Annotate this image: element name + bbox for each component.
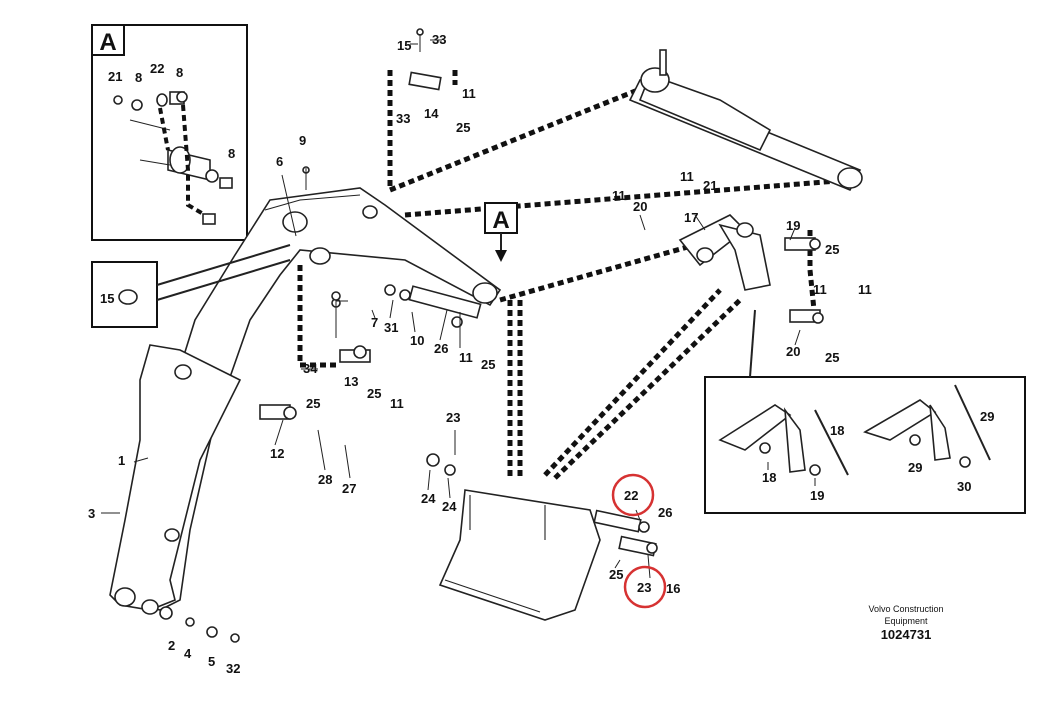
callout-21-a: 21 (108, 69, 122, 84)
callout-24-a: 24 (442, 499, 457, 514)
drawing-number: 1024731 (881, 627, 932, 642)
callouts: 1 2 3 4 5 6 7 8 8 8 9 10 11 11 11 11 11 … (88, 32, 994, 676)
highlight-circles (611, 473, 667, 609)
callout-16: 17 (684, 210, 698, 225)
callout-20-b: 21 (703, 178, 717, 193)
callout-15-a: 15 (397, 38, 411, 53)
callout-10: 10 (410, 333, 424, 348)
callout-3: 3 (88, 506, 95, 521)
callout-25-c: 25 (367, 386, 381, 401)
callout-11-c: 11 (390, 396, 404, 411)
callout-22-b: 23 (637, 580, 651, 595)
highlight-circle-22-upper (611, 473, 655, 517)
callout-25-b: 25 (481, 357, 495, 372)
ref-a-letter: A (492, 207, 509, 234)
leader-lines (101, 39, 816, 579)
callout-5: 5 (208, 654, 215, 669)
callout-26-b: 27 (342, 481, 356, 496)
item-5-box: 15 (91, 244, 291, 328)
callout-11-f: 11 (813, 282, 827, 297)
linkage-assembly (678, 214, 771, 291)
bucket (438, 489, 601, 621)
callout-1: 1 (118, 453, 125, 468)
callout-11-a: 11 (462, 86, 476, 101)
callout-22-a: 22 (624, 488, 638, 503)
callout-9: 9 (299, 133, 306, 148)
callout-2: 2 (168, 638, 175, 653)
callout-29-b: 30 (957, 479, 971, 494)
callout-15-b: 16 (666, 581, 680, 596)
callout-33-a: 33 (396, 111, 410, 126)
linkage-detail-panel (704, 309, 1026, 514)
callout-29-a: 29 (908, 460, 922, 475)
callout-25-a: 25 (456, 120, 470, 135)
detail-a-panel: A (91, 24, 248, 241)
callout-20-a: 20 (633, 199, 647, 214)
callout-27: 28 (318, 472, 332, 487)
footer: Volvo Construction Equipment 1024731 (868, 604, 943, 642)
callout-25-d: 25 (306, 396, 320, 411)
callout-24-b: 25 (609, 567, 623, 582)
detail-a-reference: A (484, 202, 518, 262)
callout-26-a: 26 (434, 341, 448, 356)
callout-12: 12 (270, 446, 284, 461)
callout-30: 31 (384, 320, 398, 335)
callout-4: 4 (184, 646, 192, 661)
callout-25-g: 26 (658, 505, 672, 520)
callout-8-c: 8 (228, 146, 235, 161)
callout-11-d: 11 (612, 188, 626, 203)
arm (109, 344, 242, 615)
callout-11-g: 11 (858, 282, 872, 297)
callout-14: 14 (424, 106, 439, 121)
callout-8-b: 8 (135, 70, 142, 85)
pins-and-bushings (159, 28, 824, 643)
callout-11-e: 11 (680, 169, 694, 184)
dashed-connection-lines (297, 70, 851, 480)
callout-17: 18 (830, 423, 844, 438)
callout-8-a: 8 (176, 65, 183, 80)
callout-18-b: 19 (810, 488, 824, 503)
callout-18-a: 18 (762, 470, 776, 485)
callout-7: 7 (371, 315, 378, 330)
callout-13: 13 (344, 374, 358, 389)
bucket-cylinder (628, 49, 863, 192)
highlight-circle-22-lower (623, 565, 667, 609)
callout-19-b: 20 (786, 344, 800, 359)
callout-21-b: 22 (150, 61, 164, 76)
callout-28: 29 (980, 409, 994, 424)
callout-19-a: 19 (786, 218, 800, 233)
callout-6: 6 (276, 154, 283, 169)
company-line-1: Volvo Construction (868, 604, 943, 614)
callout-23-a: 23 (446, 410, 460, 425)
company-line-2: Equipment (884, 616, 928, 626)
callout-31: 32 (226, 661, 240, 676)
detail-a-tag (91, 24, 125, 56)
callout-23-b: 24 (421, 491, 436, 506)
callout-25-e: 25 (825, 242, 839, 257)
callout-11-b: 11 (459, 350, 473, 365)
callout-5-box: 15 (100, 291, 114, 306)
detail-a-letter: A (99, 29, 116, 56)
callout-25-f: 25 (825, 350, 839, 365)
